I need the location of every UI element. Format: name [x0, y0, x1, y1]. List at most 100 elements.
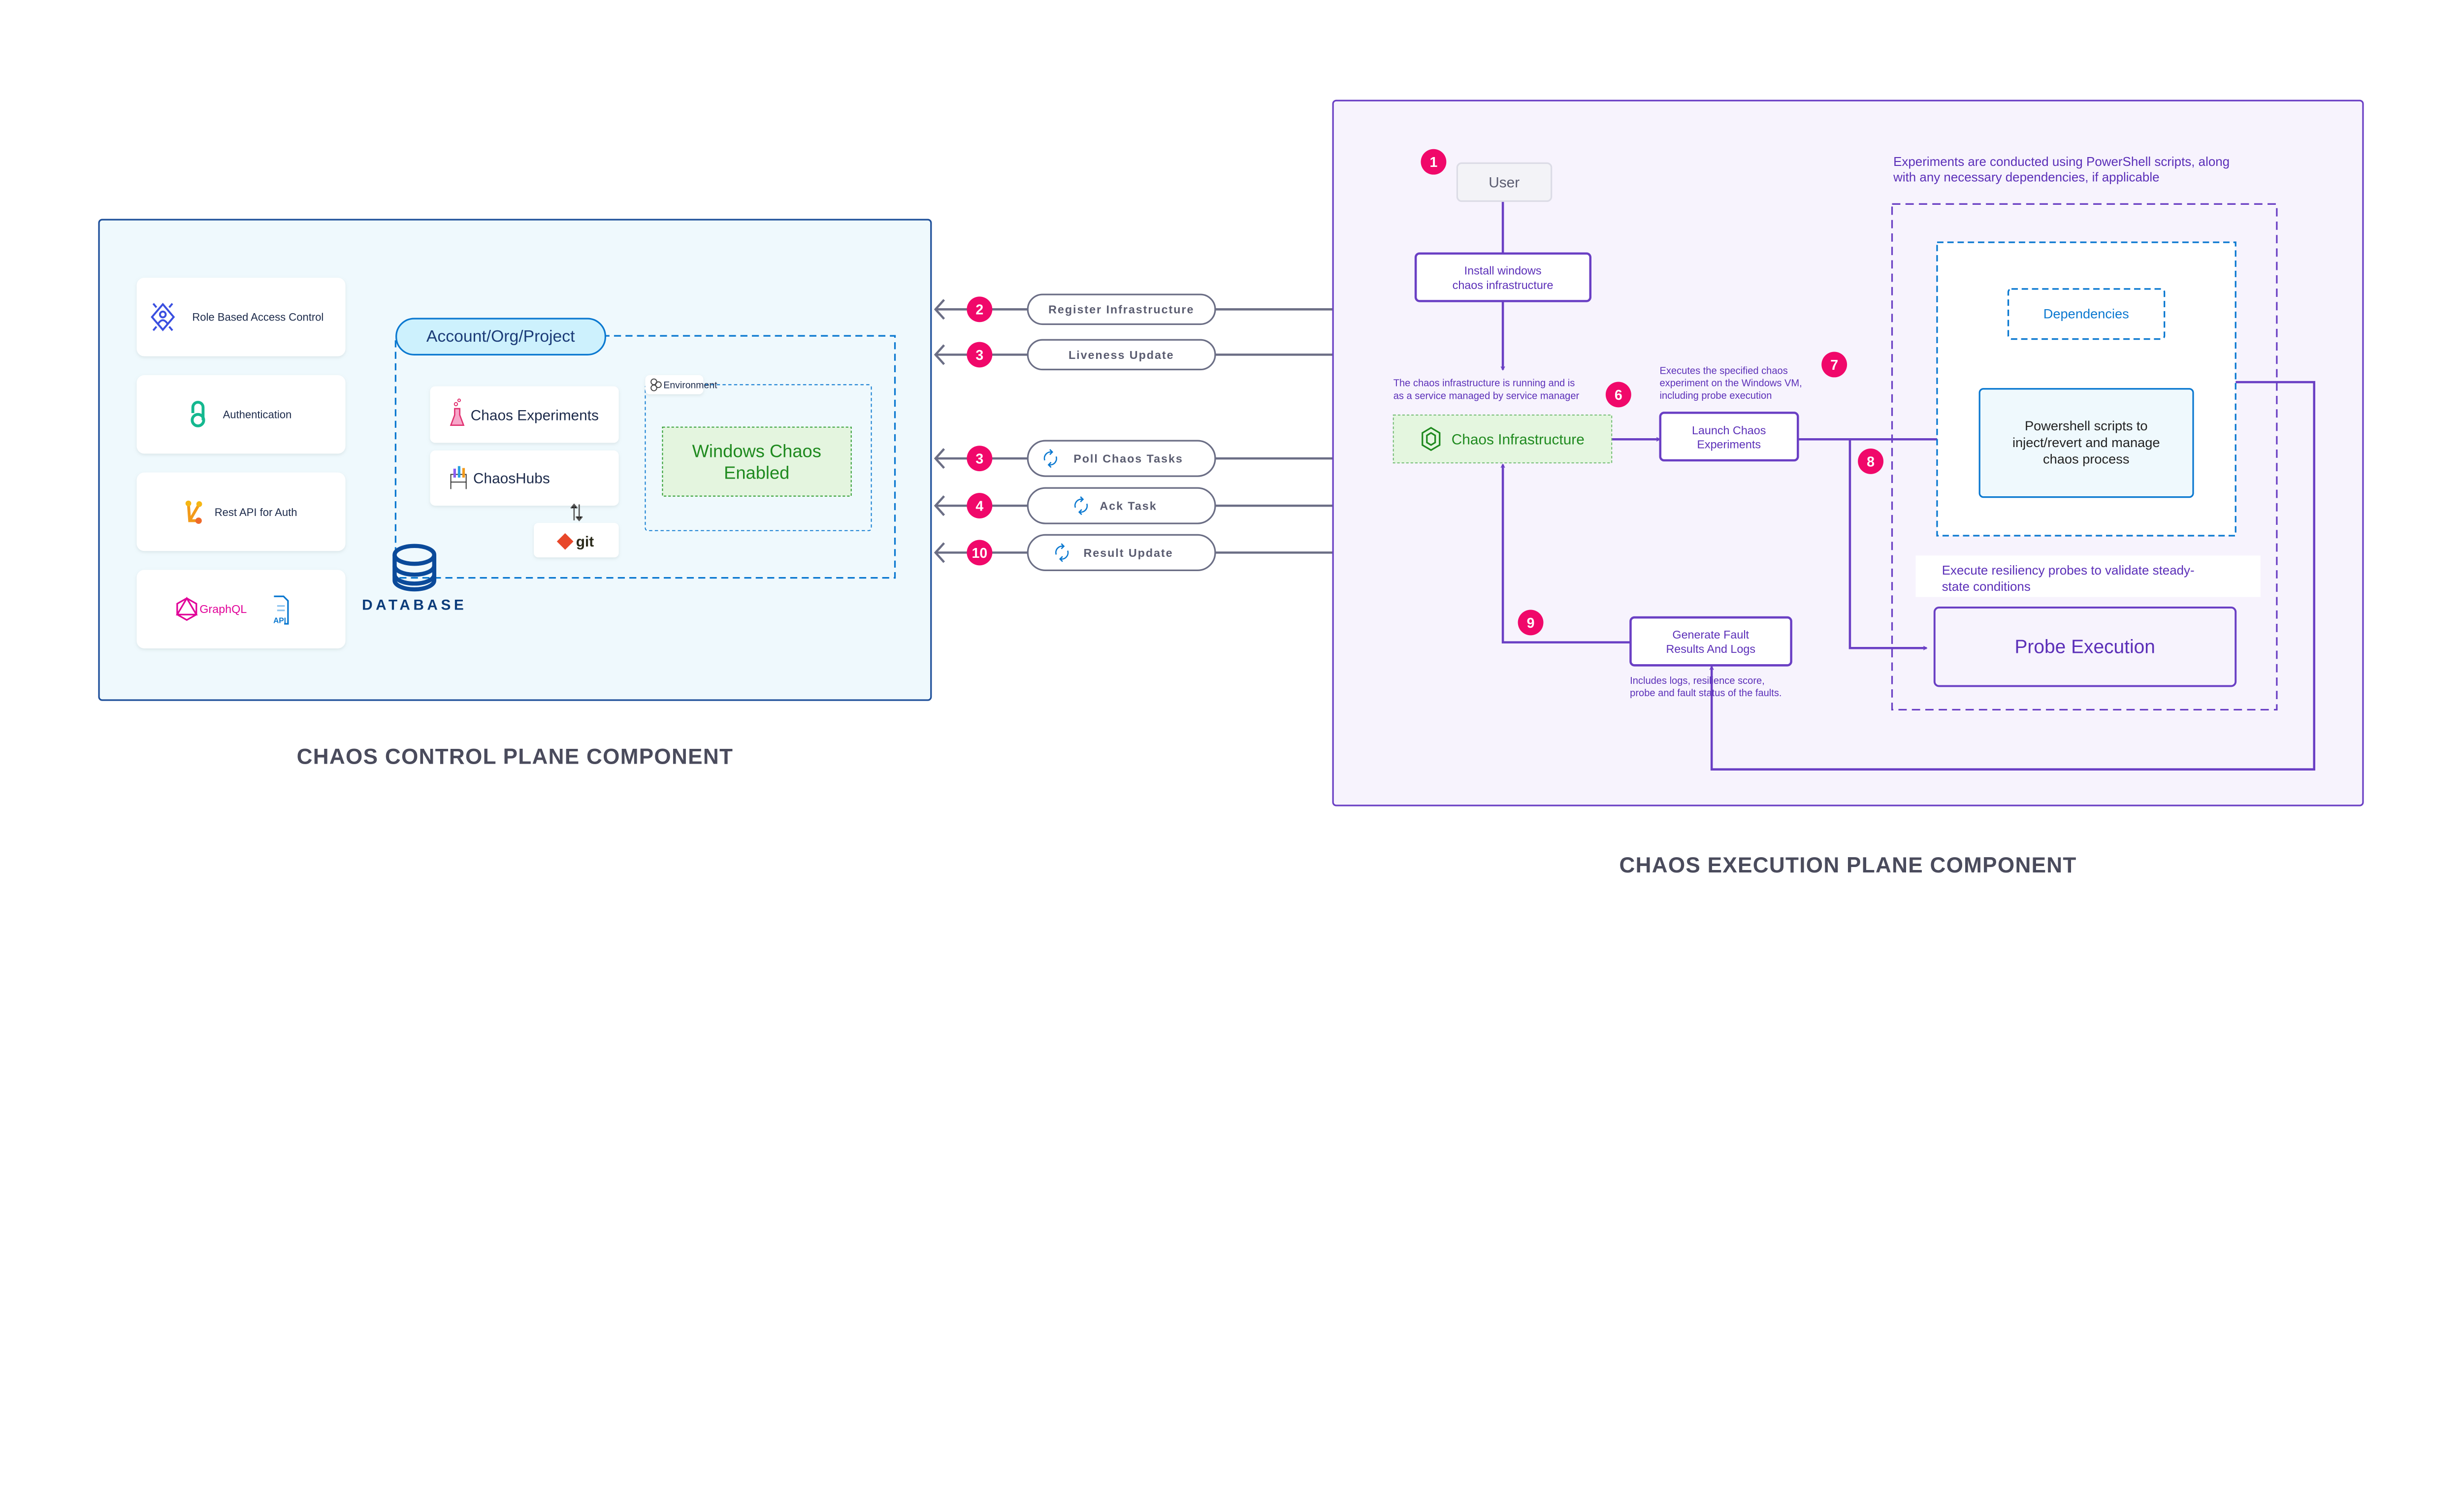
powershell-node: Powershell scripts to inject/revert and m…	[1978, 388, 2194, 498]
arrow-left-icon	[934, 448, 945, 469]
scope-label: Account/Org/Project	[426, 327, 575, 346]
git-card: git	[534, 523, 619, 558]
step-badge-circle	[967, 342, 993, 368]
flow-pill	[1027, 293, 1216, 325]
generate-note: Includes logs, resilience score,probe an…	[1630, 676, 1782, 699]
launch-note-line: Executes the specified chaos	[1659, 365, 1787, 376]
step-badge: 3	[975, 348, 983, 363]
step-badges: 1 6 7 8 9	[1421, 149, 1884, 636]
scope-container	[394, 335, 896, 579]
generate-note-line: probe and fault status of the faults.	[1630, 688, 1782, 699]
flow-label: Liveness Update	[1069, 349, 1174, 361]
infra-note: The chaos infrastructure is running and …	[1393, 378, 1580, 402]
flow-row: 3 Liveness Update	[934, 339, 1333, 371]
flows: 2 Register Infrastructure 3 Liveness Update…	[934, 293, 1333, 572]
scope-pill: Account/Org/Project	[395, 318, 607, 356]
probe-note: Execute resiliency probes to validate st…	[1942, 564, 2195, 594]
chaos-infrastructure-label: Chaos Infrastructure	[1452, 432, 1585, 448]
probe-note-line: state conditions	[1942, 580, 2031, 594]
connectors	[1503, 201, 2316, 771]
card-rbac: Role Based Access Control	[136, 278, 346, 356]
powershell-line: Powershell scripts to	[2025, 418, 2148, 433]
graphql-label: GraphQL	[199, 603, 247, 615]
powershell-line: chaos process	[2043, 451, 2130, 467]
step-badge: 9	[1527, 615, 1535, 631]
step-badge: 2	[975, 302, 983, 318]
generate-line: Results And Logs	[1666, 643, 1755, 655]
flow-pill	[1027, 534, 1216, 572]
chaos-experiments-card: Chaos Experiments	[430, 386, 619, 443]
flow-label: Poll Chaos Tasks	[1073, 452, 1183, 465]
execution-plane: CHAOS EXECUTION PLANE COMPONENT User Ins…	[1332, 99, 2364, 877]
step-badge: 3	[975, 451, 983, 467]
card-rest-api: Rest API for Auth	[136, 472, 346, 551]
step-badge-circle	[967, 296, 993, 322]
card-graphql: GraphQL API	[136, 570, 346, 648]
dependencies-label: Dependencies	[2043, 306, 2129, 321]
sync-icon	[1043, 449, 1057, 468]
user-label: User	[1489, 175, 1520, 191]
probe-note-line: Execute resiliency probes to validate st…	[1942, 564, 2195, 578]
generate-line: Generate Fault	[1672, 628, 1749, 641]
flow-row: 2 Register Infrastructure	[934, 293, 1333, 325]
step-badge: 8	[1867, 454, 1875, 470]
flow-label: Register Infrastructure	[1048, 303, 1194, 316]
windows-chaos-line: Enabled	[724, 463, 789, 483]
architecture-diagram: CHAOS CONTROL PLANE COMPONENT Role Based…	[98, 99, 2364, 877]
rest-api-icon	[185, 500, 202, 524]
step-badge: 4	[975, 498, 983, 514]
api-document-icon: API	[273, 595, 289, 625]
sync-icon	[1055, 543, 1069, 562]
database-label: DATABASE	[362, 597, 467, 613]
test-tube-rack-icon	[450, 466, 467, 489]
arrow-left-icon	[934, 495, 945, 516]
experiments-note: Experiments are conducted using PowerShe…	[1893, 155, 2230, 184]
rbac-icon	[151, 302, 175, 331]
sync-icon	[1074, 496, 1088, 515]
card-label: Role Based Access Control	[192, 311, 324, 323]
probe-execution-node: Probe Execution	[1933, 606, 2237, 687]
infra-note-line: as a service managed by service manager	[1393, 391, 1580, 402]
control-plane-title: CHAOS CONTROL PLANE COMPONENT	[297, 745, 734, 769]
flow-label: Ack Task	[1100, 500, 1157, 513]
user-node: User	[1456, 162, 1553, 202]
chaos-infrastructure-node: Chaos Infrastructure	[1393, 414, 1613, 464]
experiment-container	[1891, 203, 2278, 711]
environment-tag: Environment	[645, 375, 717, 394]
arrow-left-icon	[934, 299, 945, 320]
experiments-note-line: Experiments are conducted using PowerShe…	[1893, 155, 2230, 169]
step-badge-circle	[967, 493, 993, 519]
chaoshubs-card: ChaosHubs	[430, 450, 619, 506]
card-label: Authentication	[223, 408, 292, 420]
flow-row: 4 Ack Task	[934, 487, 1333, 524]
environment-container	[645, 384, 872, 531]
flow-pill	[1027, 440, 1216, 477]
step-badge: 6	[1615, 387, 1622, 403]
step-badge: 7	[1830, 357, 1838, 373]
step-badge: 10	[972, 546, 987, 561]
open-lock-icon	[191, 401, 205, 427]
arrow-left-icon	[934, 344, 945, 365]
arrow-left-icon	[934, 542, 945, 563]
install-line: Install windows	[1464, 264, 1542, 277]
powershell-line: inject/revert and manage	[2012, 435, 2160, 450]
install-line: chaos infrastructure	[1453, 279, 1554, 291]
chaoshubs-label: ChaosHubs	[473, 471, 550, 487]
card-label: Rest API for Auth	[215, 506, 297, 518]
launch-note-line: experiment on the Windows VM,	[1659, 378, 1802, 389]
environment-icon	[650, 378, 662, 391]
flow-pill	[1027, 339, 1216, 371]
graphql-icon	[176, 596, 198, 621]
probe-execution-label: Probe Execution	[2014, 637, 2155, 658]
flask-icon	[450, 398, 465, 426]
install-node: Install windows chaos infrastructure	[1414, 252, 1592, 302]
step-badge-circle	[967, 446, 993, 472]
step-badge: 1	[1429, 155, 1437, 170]
hexagon-icon	[1422, 426, 1441, 451]
